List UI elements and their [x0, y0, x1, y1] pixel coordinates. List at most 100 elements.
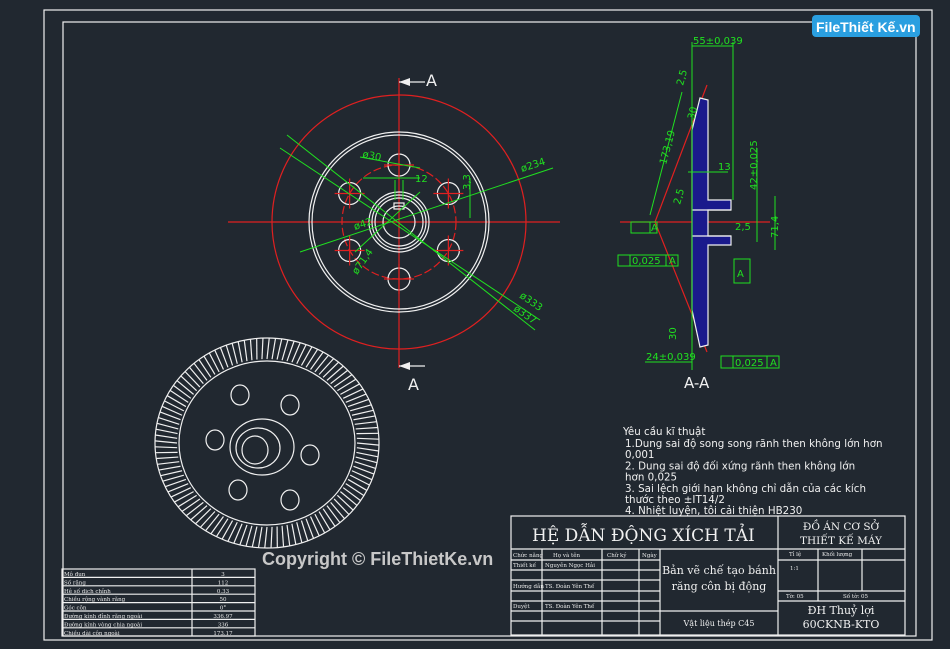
gear-tooth [340, 491, 358, 506]
gear-tooth [158, 465, 181, 471]
gear-tooth [208, 352, 220, 373]
bore [382, 205, 416, 239]
gear-tooth [296, 344, 307, 364]
gear-tooth [185, 501, 204, 517]
drawing-label: A [737, 269, 744, 280]
section-mark-bottom: A [408, 375, 419, 394]
gear-tooth [271, 338, 277, 360]
drawing-label: 30 [668, 327, 679, 340]
gear-tooth [203, 355, 216, 375]
drawing-label: A [669, 256, 676, 267]
gear-tooth [221, 520, 234, 540]
gear-tooth [157, 461, 180, 465]
gear-tooth [356, 447, 379, 452]
gear-tooth [333, 498, 350, 515]
drawing-label: răng côn bị động [672, 580, 767, 593]
gear-tooth [174, 491, 194, 503]
gear-tooth [333, 374, 353, 388]
gear-tooth [198, 359, 212, 378]
drawing-label: 71,4 [770, 216, 781, 238]
gear-tooth [336, 494, 354, 511]
gear-tip-outline [154, 337, 380, 549]
signer-name: Nguyễn Ngọc Hải [545, 561, 595, 569]
perp-tolerance-frame [617, 254, 679, 267]
drawing-label: ĐH Thuỷ lợi [808, 604, 875, 617]
drawing-label: 24±0,039 [646, 352, 696, 363]
gear-tooth [257, 526, 263, 548]
drawing-label: A [770, 358, 777, 369]
requirement-line: 0,001 [625, 449, 654, 461]
gear-tooth [173, 384, 192, 399]
param-value: 112 [218, 580, 229, 586]
gear-tooth [233, 523, 243, 544]
gear-tooth [164, 478, 187, 488]
gear-tooth [354, 421, 377, 425]
gear-tooth [300, 346, 313, 366]
gear-tooth [249, 339, 253, 361]
gear-tooth [349, 404, 372, 412]
gear-tooth [330, 502, 346, 520]
signer-name: TS. Đoàn Yên Thế [545, 583, 595, 590]
param-value: 336 [218, 622, 229, 628]
gear-tooth [291, 523, 297, 545]
gear-tooth [305, 349, 319, 368]
runout-tolerance-frame [720, 355, 780, 369]
gear-tooth [169, 389, 189, 403]
gear-tooth [310, 351, 324, 370]
gear-tooth [156, 422, 179, 430]
gear-tooth [342, 388, 364, 399]
gear-tooth [296, 522, 303, 543]
drawing-label: 3,3 [462, 174, 473, 190]
gear-tooth [158, 417, 180, 425]
project-title: HỆ DẪN ĐỘNG XÍCH TẢI [532, 523, 755, 546]
gear-tooth [353, 465, 375, 475]
gear-tooth [181, 498, 201, 512]
gear-tooth [193, 362, 208, 381]
gear-tooth [243, 340, 248, 362]
front-view: A A ø30 12 3,3 ø234 ø42 ø71,4 ø333 ø337 [228, 71, 560, 394]
drawing-label: 55±0,039 [693, 36, 743, 47]
outer-frame [43, 9, 933, 641]
drawing-label: FileThiết Kế.vn [816, 19, 916, 35]
keyway [393, 202, 405, 210]
gear-tooth [156, 456, 179, 460]
gear-tooth [340, 383, 360, 395]
param-name: Chiều rộng vành răng [64, 595, 126, 603]
drawing-label: A [651, 223, 658, 234]
param-value: 0° [220, 606, 226, 612]
gear-tooth [330, 369, 349, 385]
param-value: 0.33 [217, 589, 230, 595]
drawing-label: Số tờ: 05 [843, 593, 869, 600]
drawing-label: 173,19 [658, 129, 678, 166]
copyright-watermark: Copyright © FileThietKe.vn [262, 549, 493, 569]
gear-tooth [239, 524, 248, 546]
gear-tooth [276, 338, 283, 360]
gear-tooth [164, 400, 185, 412]
gear-tooth [159, 411, 181, 421]
param-value: 336.97 [213, 614, 233, 620]
gear-tooth [176, 380, 194, 395]
cyl-tolerance-frame [630, 221, 658, 234]
inner-frame [62, 21, 917, 637]
gear-tooth [177, 494, 197, 508]
gear-tooth [261, 338, 264, 360]
gear-tooth [291, 342, 301, 363]
gear-tooth [154, 440, 178, 444]
gear-tooth [305, 518, 315, 539]
gear-tooth [214, 349, 225, 370]
drawing-label: 30 [686, 106, 700, 121]
filethietke-logo: FileThiết Kế.vn [812, 15, 920, 37]
drawing-label: 42±0,025 [749, 140, 760, 190]
param-name: Đường kính đỉnh răng ngoài [64, 613, 143, 620]
title-block-header: Ngày [642, 552, 658, 559]
gear-tooth [286, 524, 291, 546]
gear-tooth [356, 442, 380, 446]
gear-tooth [347, 398, 370, 408]
param-name: Hệ số dịch chỉnh [64, 588, 111, 595]
gear-tooth [342, 487, 361, 502]
drawing-label: Vật liệu thép C45 [683, 619, 755, 628]
param-name: Mô đun [64, 571, 86, 578]
param-value: 173.17 [213, 631, 233, 637]
